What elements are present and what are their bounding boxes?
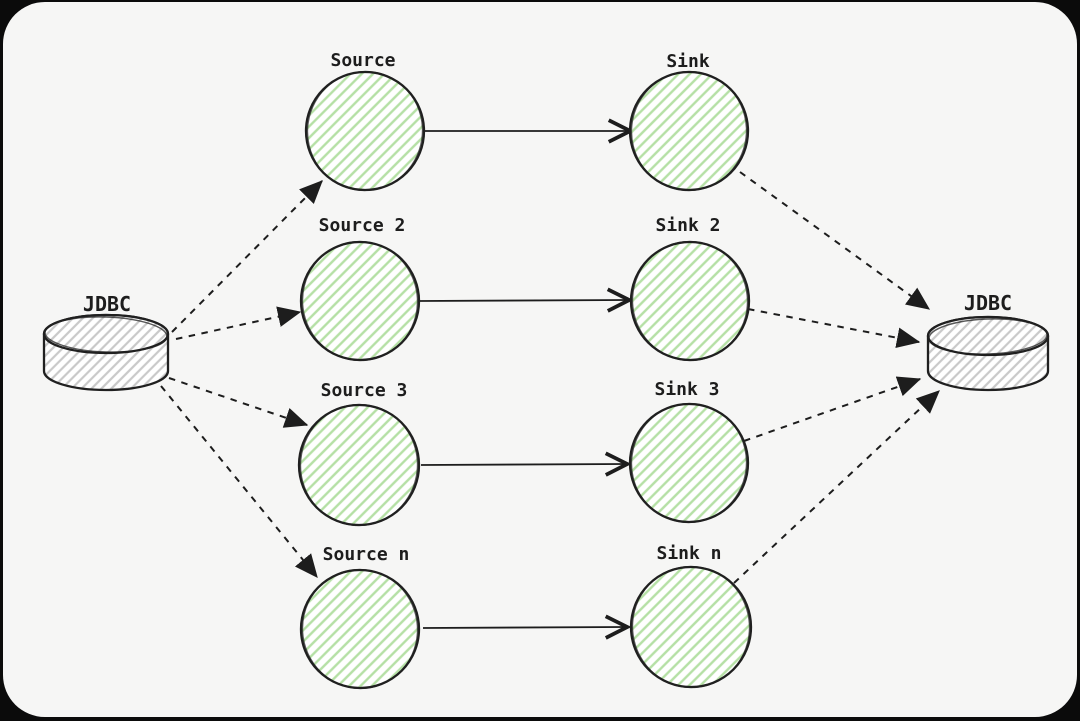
sink-2-sketch-line <box>631 240 749 362</box>
node-source-1: Source <box>304 50 426 192</box>
connector-source-3-to-sink-3 <box>420 464 626 465</box>
sink-2-label: Sink 2 <box>655 215 720 236</box>
connector-jdbc-to-source-1 <box>171 180 323 333</box>
jdbc-database-right: JDBC <box>926 291 1050 392</box>
connector-source-2-to-sink-2 <box>418 300 628 301</box>
sink-3-sketch-line <box>630 402 748 524</box>
connectors-left-fanout <box>160 180 323 579</box>
node-source-n: Source n <box>299 544 421 690</box>
sink-3-label: Sink 3 <box>654 379 719 400</box>
sink-n-label: Sink n <box>656 543 721 564</box>
database-cylinder-top <box>926 315 1050 357</box>
node-sink-n: Sink n <box>629 543 753 689</box>
node-sink-3: Sink 3 <box>628 379 750 524</box>
sink-n-sketch-line <box>631 565 751 689</box>
connector-sink-n-to-jdbc <box>733 390 940 584</box>
source-n-label: Source n <box>323 544 410 565</box>
jdbc-database-left: JDBC <box>42 292 170 392</box>
sink-1-sketch-line <box>630 70 748 192</box>
source-n-sketch-line <box>301 568 419 690</box>
source-3-label: Source 3 <box>321 380 408 401</box>
source-1-label: Source <box>330 50 395 71</box>
connector-jdbc-to-source-2 <box>175 306 302 340</box>
source-1-sketch-line <box>306 70 424 192</box>
node-source-2: Source 2 <box>299 215 421 362</box>
connector-sink-3-to-jdbc <box>743 376 922 442</box>
source-3-sketch-line <box>299 403 419 527</box>
jdbc-right-label: JDBC <box>964 291 1012 315</box>
database-cylinder-top <box>42 313 170 355</box>
database-cylinder-sketch-line <box>44 316 168 353</box>
sink-1-label: Sink <box>666 51 710 72</box>
connector-jdbc-to-source-n <box>160 385 318 579</box>
connectors-source-to-sink <box>418 131 629 628</box>
canvas-panel <box>3 2 1077 717</box>
connector-source-n-to-sink-n <box>422 627 626 628</box>
source-2-sketch-line <box>301 240 419 362</box>
jdbc-left-label: JDBC <box>83 292 131 316</box>
connector-jdbc-to-source-3 <box>168 377 309 428</box>
source-2-label: Source 2 <box>319 215 406 236</box>
database-cylinder-sketch-line <box>928 318 1048 355</box>
node-sink-2: Sink 2 <box>629 215 751 362</box>
connectors-right-fanin <box>733 171 940 584</box>
node-sink-1: Sink <box>628 51 750 192</box>
node-source-3: Source 3 <box>297 380 421 527</box>
connector-sink-2-to-jdbc <box>747 308 921 349</box>
